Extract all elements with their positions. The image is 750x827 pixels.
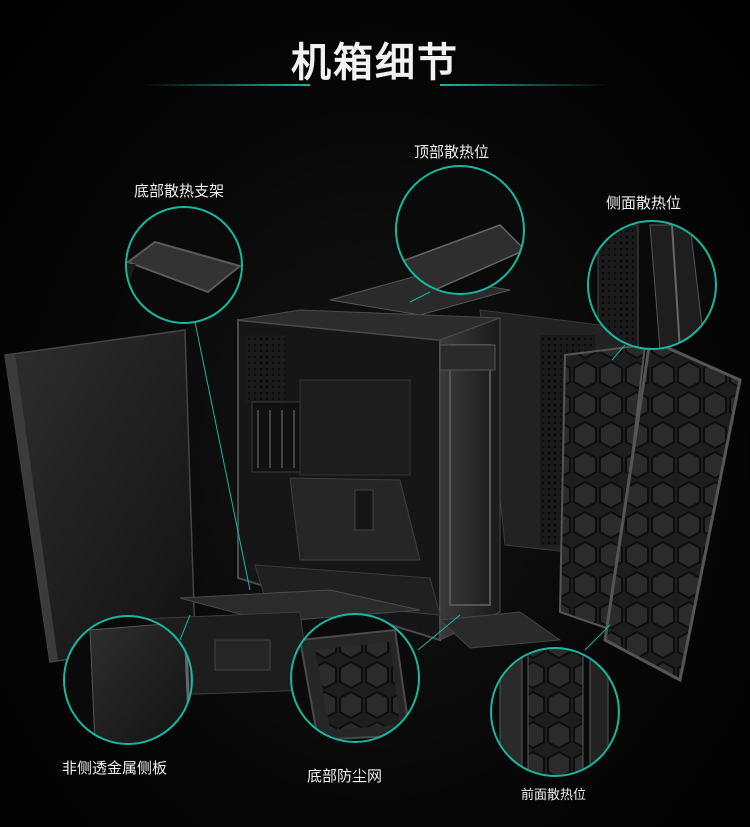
callout-circle-bottom-bracket (125, 206, 243, 324)
callout-circle-top-vent (395, 165, 525, 295)
chassis-image (237, 309, 501, 642)
callout-circle-side-vent (587, 220, 717, 350)
title-divider-right (440, 84, 610, 86)
side-panel-image (4, 329, 196, 663)
callout-label-bottom-bracket: 底部散热支架 (134, 182, 225, 200)
callout-label-top-vent: 顶部散热位 (414, 143, 490, 161)
bottom-filter-plate (438, 611, 562, 649)
callout-label-side-vent: 侧面散热位 (606, 194, 682, 212)
title-divider-left (140, 84, 310, 86)
callout-label-side-panel: 非侧透金属侧板 (62, 759, 168, 777)
callout-label-dust-filter: 底部防尘网 (307, 767, 383, 785)
callout-label-front-vent: 前面散热位 (521, 788, 587, 803)
front-panel-image (558, 337, 742, 683)
callout-circle-dust-filter (290, 613, 420, 743)
callout-circle-front-vent (490, 647, 620, 777)
callout-circle-side-panel (63, 615, 193, 745)
page-title: 机箱细节 (291, 40, 459, 86)
callout-connectors (179, 291, 626, 651)
